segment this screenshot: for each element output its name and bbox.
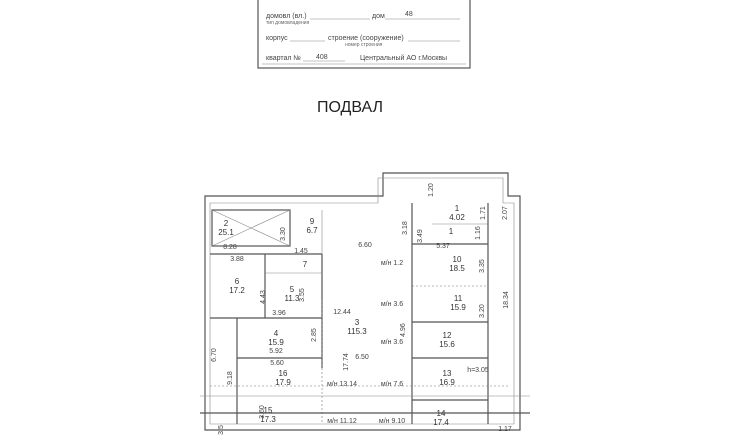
dimension-label: 3.49: [417, 229, 424, 243]
room-number: 13: [443, 369, 452, 378]
dimension-label: м/н 13.14: [327, 381, 357, 388]
dimension-label: 3.18: [402, 221, 409, 235]
room-area: 6.7: [306, 226, 318, 235]
dimension-label: 1.71: [480, 206, 487, 220]
room-area: 18.5: [449, 264, 465, 273]
form-quarter-number: 408: [316, 54, 328, 61]
form-row1-label: домовл (вл.): [266, 13, 307, 20]
dimension-label: 3.96: [272, 310, 286, 317]
form-house-label: дом: [372, 13, 385, 20]
dimension-label: 3.55: [299, 288, 306, 302]
room-number: 1: [455, 204, 460, 213]
room-number: 14: [437, 409, 446, 418]
room-number: 5: [290, 285, 295, 294]
room-labels: 2 25.1 9 6.7 1 4.02 1 7 10 18.5 6 17.2 5…: [218, 204, 466, 427]
room-area: 25.1: [218, 228, 234, 237]
building-walls: [200, 172, 530, 431]
room-area: 17.9: [275, 378, 291, 387]
room-number: 12: [443, 331, 452, 340]
room-number: 11: [454, 294, 463, 303]
form-row1-sub: тип домовладения: [266, 20, 310, 26]
dimension-label: 2.85: [311, 328, 318, 342]
dimension-label: 1.20: [428, 183, 435, 197]
room-number: 1: [449, 227, 454, 236]
room-area: 15.9: [450, 303, 466, 312]
dimension-label: 17.74: [343, 353, 350, 371]
room-number: 2: [224, 219, 229, 228]
room-number: 10: [453, 255, 462, 264]
dimension-label: м/н 7.6: [381, 381, 403, 388]
dimension-label: 4.96: [400, 323, 407, 337]
room-area: 4.02: [449, 213, 465, 222]
dimension-label: 18.34: [503, 291, 510, 309]
room-area: 115.3: [347, 327, 367, 336]
dimension-label: 5.60: [270, 360, 284, 367]
dimension-label: 5.37: [436, 243, 450, 250]
dimension-label: 3.20: [479, 304, 486, 318]
dimension-label: 12.44: [333, 309, 351, 316]
room-number: 4: [274, 329, 279, 338]
room-area: 15.9: [268, 338, 284, 347]
dimension-label: 3.60: [259, 405, 266, 419]
dimension-label: м/н 3.6: [381, 301, 403, 308]
dimension-label: 6.60: [358, 242, 372, 249]
dimension-label: 1.16: [475, 226, 482, 240]
dimension-label: h=3.05: [467, 367, 489, 374]
dimension-label: 3.30: [280, 227, 287, 241]
room-area: 17.3: [260, 415, 276, 424]
room-number: 16: [279, 369, 288, 378]
dimension-label: м/н 3.6: [381, 339, 403, 346]
floor-title: ПОДВАЛ: [317, 99, 383, 116]
form-row2-sub: номер строения: [345, 42, 383, 48]
room-number: 15: [264, 406, 273, 415]
dimension-label: м/н 11.12: [327, 418, 357, 425]
dimension-label: м/н 1.2: [381, 260, 403, 267]
dimension-label: 4.43: [260, 290, 267, 304]
form-row3-label: квартал №: [266, 55, 301, 62]
dimension-label: 3.35: [479, 259, 486, 273]
dimension-labels: 8.28 3.30 6.60 3.18 3.49 1.71 2.07 1.16 …: [211, 183, 512, 435]
dimension-label: 6.50: [355, 354, 369, 361]
room-number: 6: [235, 277, 240, 286]
form-district: Центральный АО г.Москвы: [360, 54, 447, 62]
dimension-label: 5.92: [269, 348, 283, 355]
room-area: 11.3: [285, 294, 301, 303]
dimension-label: 2.07: [502, 206, 509, 220]
dimension-label: 1.45: [294, 248, 308, 255]
room-number: 7: [303, 260, 308, 269]
cadastral-form: домовл (вл.) тип домовладения дом 48 кор…: [257, 0, 471, 69]
form-row2-label: корпус: [266, 35, 288, 42]
room-number: 9: [310, 217, 315, 226]
form-row2-mid: строение (сооружение): [328, 35, 404, 42]
room-number: 3: [355, 318, 360, 327]
room-area: 17.4: [433, 418, 449, 427]
dimension-label: м/н 9.10: [379, 418, 405, 425]
dimension-label: 1.17: [498, 426, 512, 433]
dimension-label: 8.28: [223, 244, 237, 251]
dimension-label: 3.88: [230, 256, 244, 263]
room-area: 17.2: [229, 286, 245, 295]
room-area: 15.6: [439, 340, 455, 349]
dimension-label: 9.18: [227, 371, 234, 385]
dimension-label: 6.70: [211, 348, 218, 362]
room-area: 16.9: [439, 378, 455, 387]
form-house-number: 48: [405, 11, 413, 18]
dimension-label: 3.5: [218, 425, 225, 435]
